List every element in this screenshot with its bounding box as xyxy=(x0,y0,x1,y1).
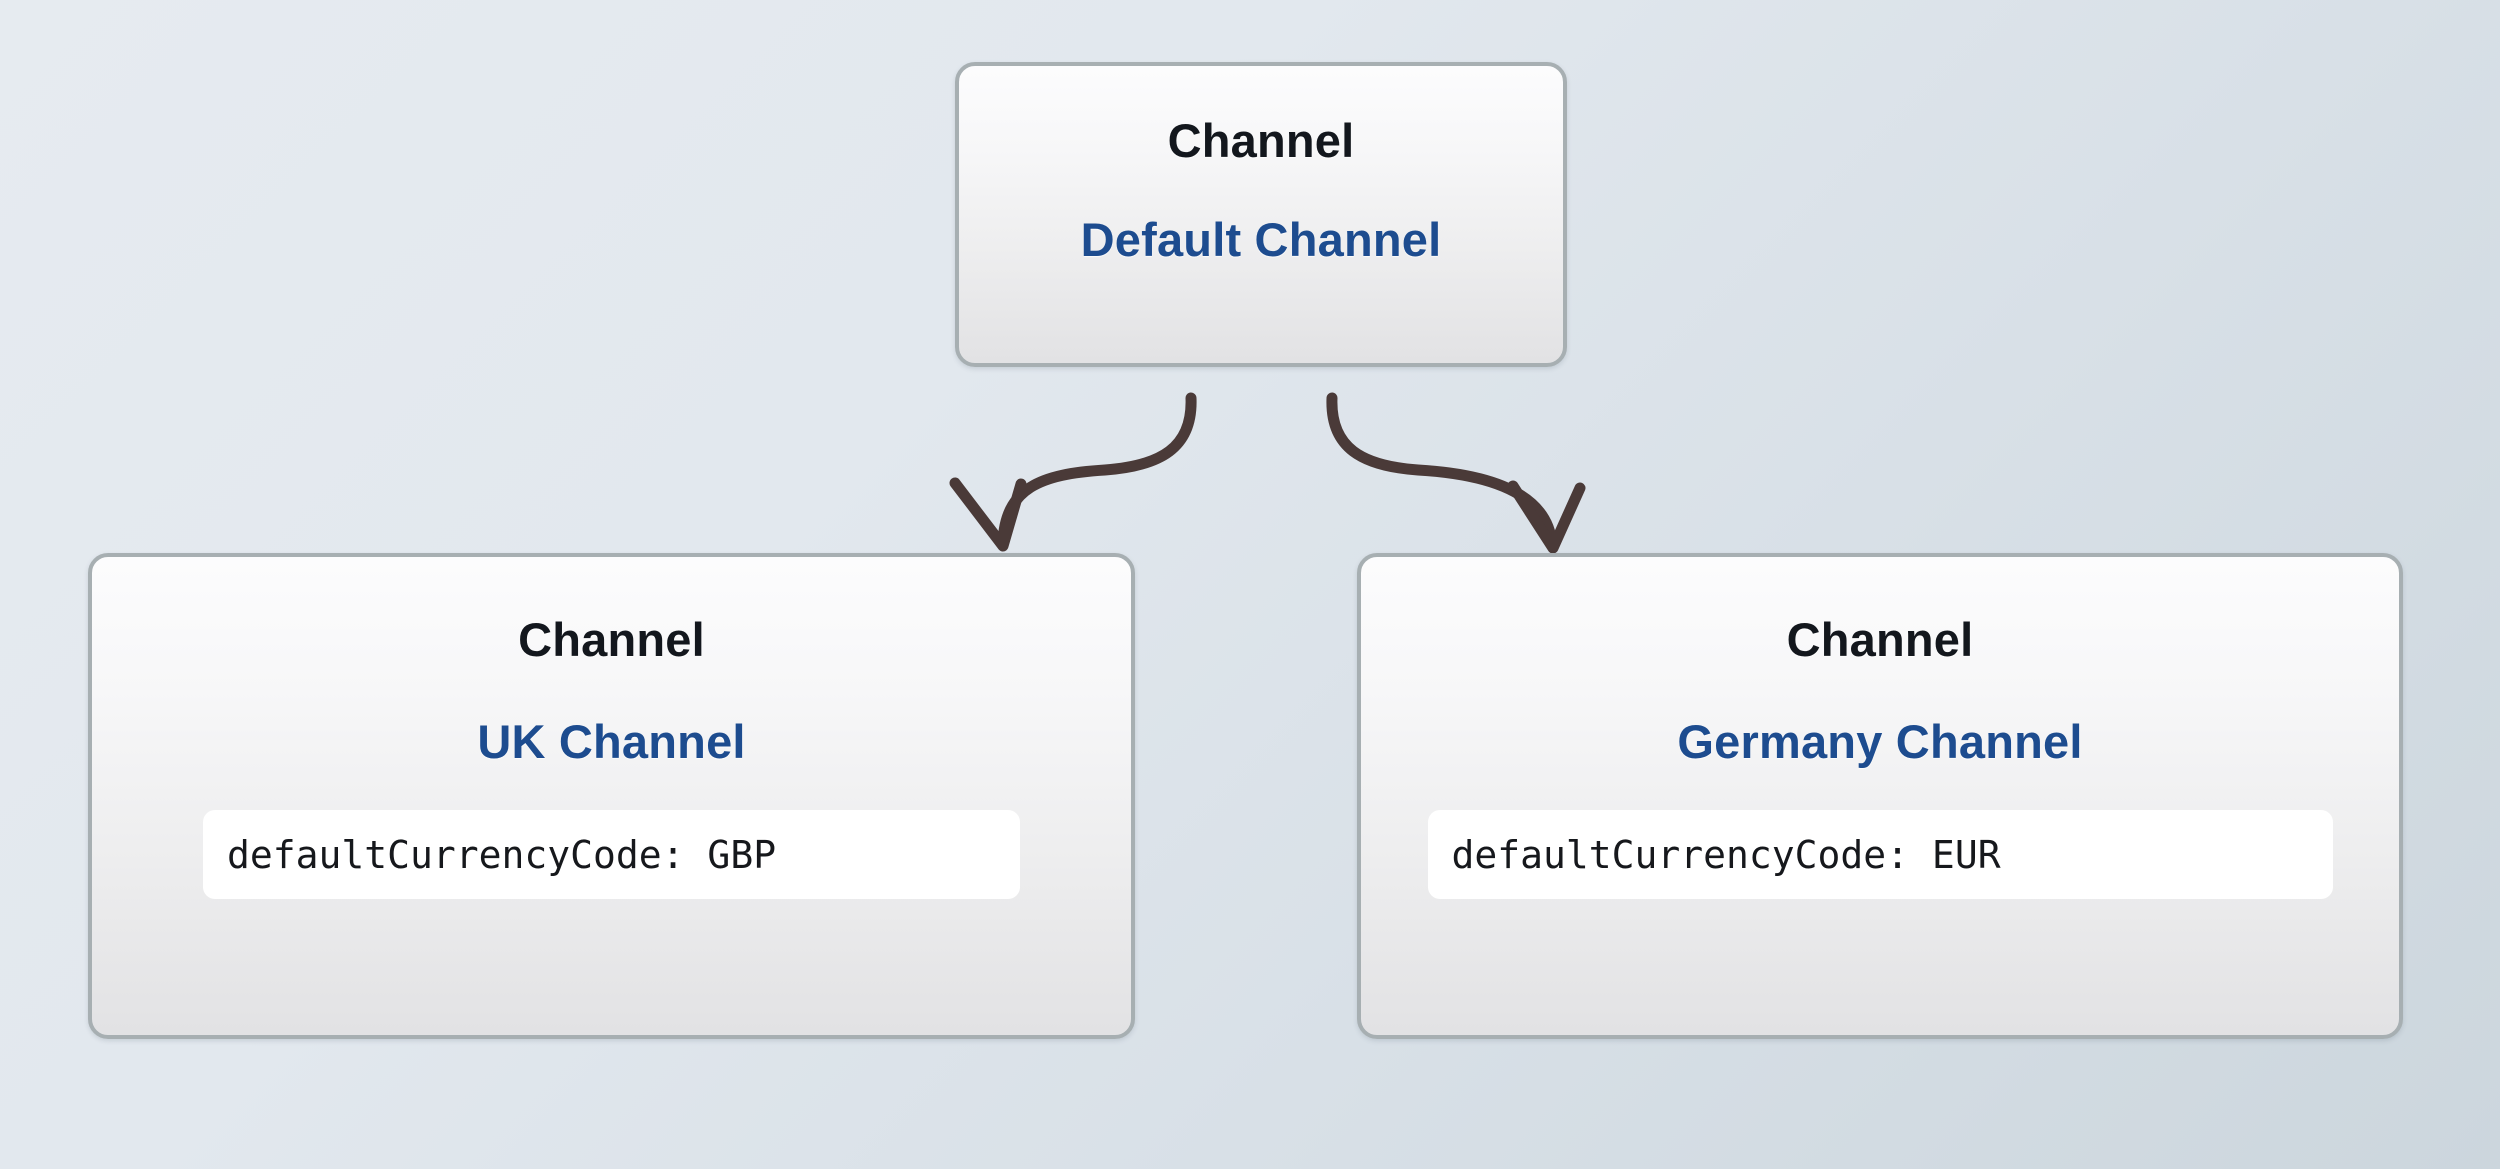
node-germany-channel[interactable]: Channel Germany Channel defaultCurrencyC… xyxy=(1357,553,2403,1039)
edge-root-to-uk xyxy=(949,392,1197,552)
edge-root-to-de-arrowhead xyxy=(1507,480,1586,554)
edge-root-to-uk-line xyxy=(997,392,1197,549)
node-default-channel[interactable]: Channel Default Channel xyxy=(955,62,1567,367)
node-type-label: Channel xyxy=(1167,114,1355,167)
node-type-label: Channel xyxy=(1786,613,1974,666)
node-uk-channel[interactable]: Channel UK Channel defaultCurrencyCode: … xyxy=(88,553,1135,1039)
node-type-label: Channel xyxy=(518,613,705,666)
node-name-label: Germany Channel xyxy=(1677,715,2083,768)
node-field-default-currency-code[interactable]: defaultCurrencyCode: GBP xyxy=(203,810,1020,899)
node-name-label: UK Channel xyxy=(477,715,746,768)
node-name-label: Default Channel xyxy=(1080,213,1442,266)
edge-root-to-de xyxy=(1326,392,1586,554)
edge-root-to-de-line xyxy=(1326,392,1558,551)
edge-root-to-uk-arrowhead xyxy=(949,477,1027,552)
node-field-default-currency-code[interactable]: defaultCurrencyCode: EUR xyxy=(1427,810,2333,899)
